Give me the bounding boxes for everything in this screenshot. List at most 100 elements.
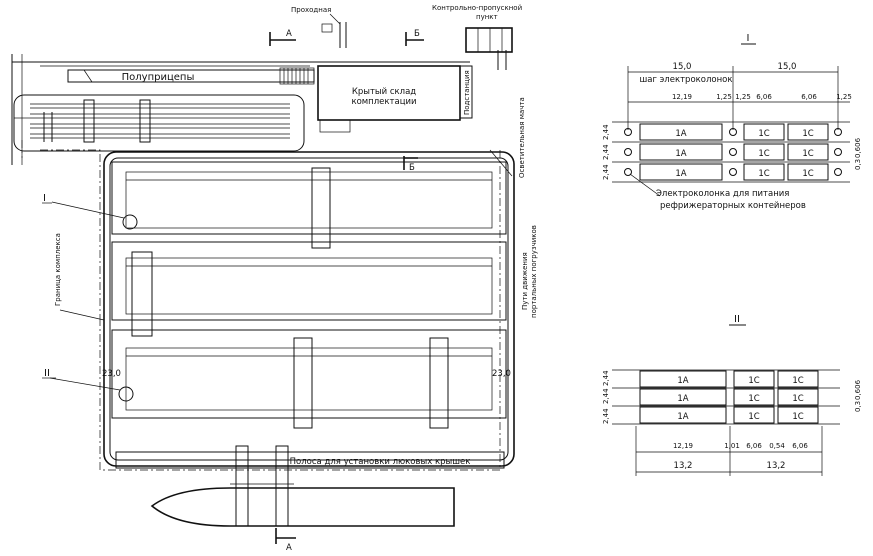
- loading-dock: [319, 119, 351, 133]
- detail-II: II 1A 1A 1A 1C 1C 1C 1C 1C 1C 2,44 2,44 …: [602, 314, 862, 476]
- svg-text:0,3: 0,3: [854, 159, 862, 170]
- power-column-note-1: Электроколонка для питания: [656, 189, 789, 199]
- warehouse-label-2: комплектации: [351, 97, 416, 107]
- container-1a: [639, 163, 723, 181]
- dim-left: 23,0: [102, 369, 121, 379]
- svg-text:1A: 1A: [677, 376, 688, 386]
- svg-text:1C: 1C: [758, 149, 769, 159]
- svg-text:1C: 1C: [748, 394, 759, 404]
- quay-crane: [235, 445, 249, 527]
- svg-text:12,19: 12,19: [673, 442, 693, 450]
- container-1c: [787, 123, 829, 141]
- svg-text:1,01: 1,01: [724, 442, 740, 450]
- stack-block-2: [111, 241, 507, 337]
- portal-crane: [293, 337, 313, 429]
- rail-tracks: [13, 94, 305, 152]
- portal-lanes-label-2: портальных погрузчиков: [530, 225, 538, 318]
- svg-text:1,25: 1,25: [716, 93, 732, 101]
- svg-text:1A: 1A: [675, 129, 686, 139]
- power-column-note-2: рефрижераторных контейнеров: [660, 201, 806, 211]
- container-1c: [743, 143, 785, 161]
- dim-top-b: 15,0: [778, 62, 797, 72]
- container-1c: [733, 388, 775, 406]
- svg-text:2,44: 2,44: [602, 370, 610, 386]
- quay-crane: [275, 445, 289, 527]
- control-post-label-1: Контрольно-пропускной: [432, 4, 522, 12]
- svg-text:1C: 1C: [748, 376, 759, 386]
- svg-text:2,44: 2,44: [602, 388, 610, 404]
- section-B-mid: Б: [403, 156, 418, 173]
- power-column: [624, 128, 632, 136]
- power-column: [834, 148, 842, 156]
- substation: [459, 65, 473, 119]
- svg-text:1C: 1C: [802, 129, 813, 139]
- svg-text:1A: 1A: [677, 394, 688, 404]
- detail-I-title: I: [747, 33, 750, 44]
- complex-border-label: Граница комплекса: [54, 233, 62, 306]
- section-A-top: А: [269, 29, 296, 46]
- svg-text:12,19: 12,19: [672, 93, 692, 101]
- svg-text:А: А: [286, 543, 292, 553]
- container-1c: [777, 406, 819, 424]
- portal-crane: [429, 337, 449, 429]
- svg-text:1C: 1C: [792, 376, 803, 386]
- detail-marker-II: II: [42, 368, 134, 402]
- container-1c: [777, 370, 819, 388]
- power-column: [834, 128, 842, 136]
- svg-text:6,06: 6,06: [746, 442, 762, 450]
- svg-text:1A: 1A: [675, 149, 686, 159]
- portal-crane: [131, 251, 153, 337]
- dim-right: 23,0: [492, 369, 511, 379]
- detail-II-title: II: [734, 314, 740, 325]
- container-1a: [639, 143, 723, 161]
- svg-text:0,606: 0,606: [854, 379, 862, 400]
- border-leader: [59, 309, 105, 321]
- svg-text:2,44: 2,44: [602, 124, 610, 140]
- svg-text:1C: 1C: [792, 394, 803, 404]
- checkpoint-label: Проходная: [291, 6, 331, 14]
- detail-I: I 15,0 15,0 шаг электроколонок 12,19 1,2…: [602, 33, 862, 211]
- container-1c: [733, 370, 775, 388]
- section-B-top: Б: [405, 29, 424, 46]
- svg-text:1,25: 1,25: [735, 93, 751, 101]
- total-dim-a: 13,2: [674, 461, 693, 471]
- stack-block-1: [111, 161, 507, 249]
- power-column: [729, 128, 737, 136]
- svg-text:1C: 1C: [802, 149, 813, 159]
- power-column: [834, 168, 842, 176]
- step-label: шаг электроколонок: [639, 75, 732, 85]
- container-1c: [743, 163, 785, 181]
- substation-label: Подстанция: [463, 70, 471, 115]
- portal-crane: [311, 167, 331, 249]
- svg-text:2,44: 2,44: [602, 164, 610, 180]
- svg-text:0,3: 0,3: [854, 401, 862, 412]
- portal-lanes-label-1: Пути движения: [521, 252, 529, 310]
- hatch-strip-label: Полоса для установки люковых крышек: [290, 457, 471, 467]
- svg-text:2,44: 2,44: [602, 144, 610, 160]
- svg-text:1C: 1C: [758, 169, 769, 179]
- mast-leader: [489, 149, 513, 177]
- svg-text:1C: 1C: [748, 412, 759, 422]
- svg-text:Б: Б: [409, 163, 415, 173]
- svg-text:2,44: 2,44: [602, 408, 610, 424]
- stack-block-3: [111, 329, 507, 429]
- svg-text:1,25: 1,25: [836, 93, 852, 101]
- dim-top-a: 15,0: [673, 62, 692, 72]
- svg-text:6,06: 6,06: [756, 93, 772, 101]
- hatched-block: [279, 67, 315, 85]
- container-1c: [787, 143, 829, 161]
- container-yard: [103, 151, 515, 467]
- power-column: [624, 168, 632, 176]
- power-column: [624, 148, 632, 156]
- gate-area: Проходная Контрольно-пропускной пункт: [291, 4, 522, 70]
- yard-inner: [109, 157, 509, 461]
- container-1c: [733, 406, 775, 424]
- container-1a: [639, 123, 723, 141]
- hatch-cover-strip: [115, 451, 505, 469]
- container-1c: [777, 388, 819, 406]
- svg-text:А: А: [286, 29, 292, 39]
- svg-text:6,06: 6,06: [792, 442, 808, 450]
- ship-hull: [150, 487, 455, 527]
- site-plan: Полуприцепы: [11, 4, 538, 553]
